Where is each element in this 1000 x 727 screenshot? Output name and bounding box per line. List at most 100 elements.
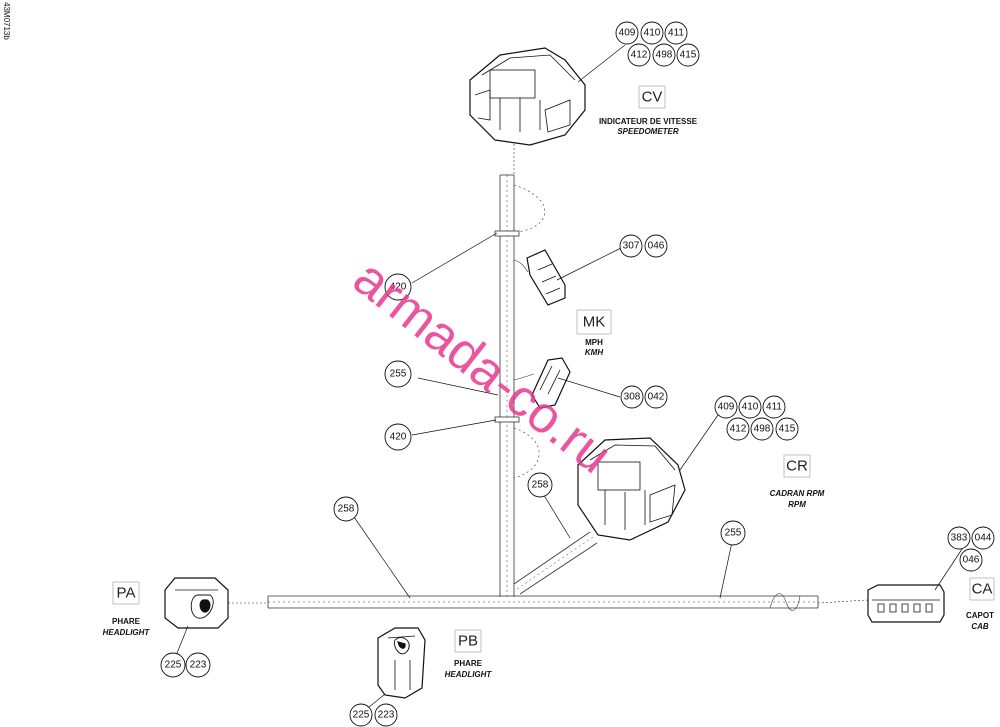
connector-pb	[377, 627, 426, 699]
callout-bubble	[615, 21, 639, 45]
connector-mk-bottom	[531, 357, 571, 409]
callout-number: 223	[190, 660, 207, 671]
callout-bubble	[652, 43, 676, 67]
drawing-id: 43M0713b	[2, 2, 11, 40]
location-cr: CR CADRAN RPM RPM	[770, 454, 825, 509]
callout-main-right	[720, 520, 746, 546]
callout-cv	[615, 21, 700, 67]
callout-bubble	[185, 652, 211, 678]
callout-bubble	[775, 417, 799, 441]
callout-bubble	[627, 43, 651, 67]
callout-pb	[349, 703, 398, 727]
connector-cr	[577, 437, 686, 541]
callout-sleeve-mid	[384, 360, 412, 388]
callout-number: 308	[624, 392, 641, 403]
horizontal-main	[220, 593, 869, 611]
location-label-en: RPM	[788, 500, 806, 509]
callout-bubble	[959, 548, 983, 572]
location-code: CR	[786, 458, 808, 475]
callout-numbers: 409 410 411 412 498 415 307 046 420 255 …	[165, 28, 992, 721]
connector-ca	[867, 584, 945, 623]
callout-bubble	[527, 472, 553, 498]
callout-bubble	[333, 496, 359, 522]
location-code: CA	[972, 581, 993, 598]
callout-pa	[160, 652, 211, 678]
callout-bubble	[676, 43, 700, 67]
location-label-fr: PHARE	[112, 617, 141, 626]
callout-bubble	[750, 417, 774, 441]
callout-bubble	[160, 652, 186, 678]
callout-number: 411	[766, 402, 782, 413]
callout-bubble	[384, 423, 412, 451]
location-code-box	[576, 309, 612, 335]
location-label-en: CAB	[971, 622, 989, 631]
callout-number: 498	[656, 50, 673, 61]
location-label-en: KMH	[585, 348, 603, 357]
callout-number: 258	[338, 504, 355, 515]
callout-number: 412	[730, 424, 747, 435]
location-code: MK	[583, 314, 606, 331]
location-code: CV	[642, 89, 663, 106]
callout-bubble	[620, 385, 644, 409]
callout-cr	[714, 395, 799, 441]
callout-number: 255	[390, 369, 407, 380]
location-label-fr: CAPOT	[966, 611, 994, 620]
location-code-box	[783, 454, 811, 478]
location-label-en: HEADLIGHT	[103, 628, 151, 637]
vertical-trunk	[494, 140, 546, 597]
connector-pa	[164, 577, 229, 629]
callout-bubble	[714, 395, 738, 419]
location-label-fr: CADRAN RPM	[770, 489, 825, 498]
callout-bubble	[384, 273, 412, 301]
callout-number: 307	[623, 241, 640, 252]
location-cv: CV INDICATEUR DE VITESSE SPEEDOMETER	[599, 85, 698, 136]
connector-mk-top	[526, 249, 566, 306]
callout-number: 420	[390, 432, 407, 443]
callout-number: 383	[951, 533, 968, 544]
callout-branch-cr	[527, 472, 553, 498]
callout-bubble	[971, 526, 995, 550]
location-label-en: HEADLIGHT	[445, 670, 493, 679]
location-pa: PA PHARE HEADLIGHT	[103, 581, 151, 637]
location-label-fr: PHARE	[454, 659, 483, 668]
location-pb: PB PHARE HEADLIGHT	[445, 629, 493, 679]
location-ca: CA CAPOT CAB	[966, 577, 995, 631]
callout-number: 046	[648, 241, 665, 252]
callout-clip-upper	[384, 273, 412, 301]
callout-number: 498	[754, 424, 771, 435]
location-label-fr: INDICATEUR DE VITESSE	[599, 117, 698, 126]
callout-bubble	[374, 703, 398, 727]
callout-bubble	[726, 417, 750, 441]
location-code: PA	[117, 585, 136, 602]
callout-bubble	[762, 395, 786, 419]
callout-mk-bottom	[620, 385, 668, 409]
connector-cv	[469, 47, 586, 146]
location-mk: MK MPH KMH	[576, 309, 612, 357]
callout-bubble	[947, 526, 971, 550]
callout-mk-top	[619, 234, 668, 258]
callout-number: 409	[718, 402, 735, 413]
callout-number: 411	[668, 28, 684, 39]
location-code-box	[454, 629, 482, 653]
callout-number: 042	[648, 392, 665, 403]
callout-bubble	[640, 21, 664, 45]
callout-number: 410	[644, 28, 661, 39]
branch-cr	[513, 531, 598, 595]
location-code-box	[969, 577, 995, 601]
location-code: PB	[458, 633, 478, 650]
callout-number: 223	[378, 710, 395, 721]
leader-lines	[174, 44, 965, 709]
callout-number: 415	[779, 424, 796, 435]
location-label-fr: MPH	[585, 338, 603, 347]
callout-bubble	[619, 234, 643, 258]
location-code-box	[638, 85, 666, 109]
callout-main-left	[333, 496, 359, 522]
callout-number: 420	[390, 282, 407, 293]
callout-number: 044	[975, 533, 992, 544]
location-label-en: SPEEDOMETER	[617, 127, 679, 136]
callout-ca	[947, 526, 995, 572]
callout-number: 409	[619, 28, 636, 39]
callout-bubble	[644, 234, 668, 258]
watermark: armada-co.ru	[343, 249, 622, 485]
